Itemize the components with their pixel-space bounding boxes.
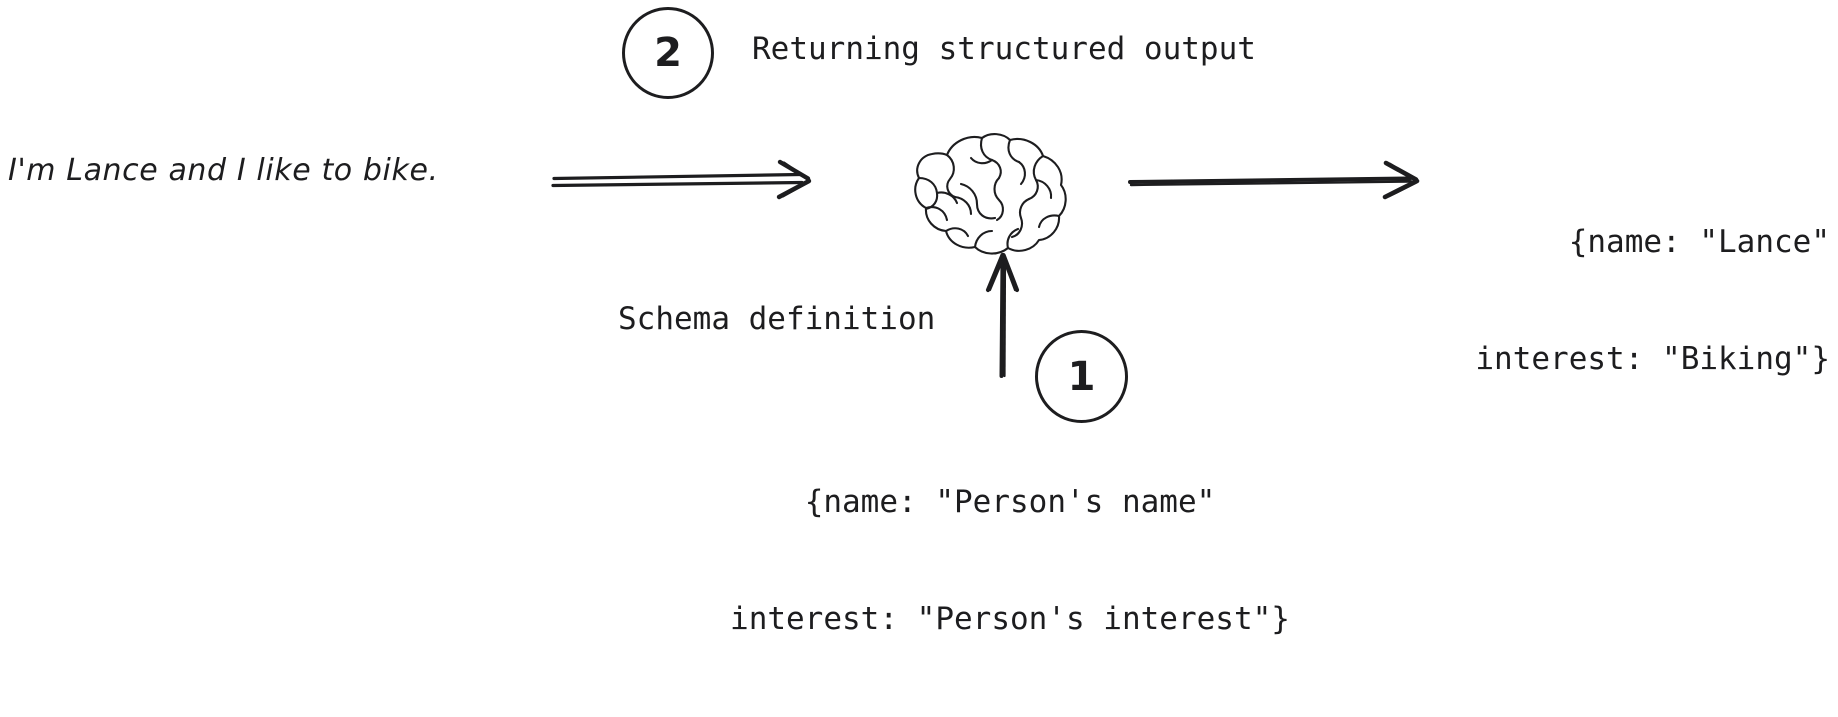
output-code: {name: "Lance" interest: "Biking"} [1200, 145, 1830, 457]
output-code-line-2: interest: "Biking"} [1475, 341, 1830, 377]
schema-code-line-2: interest: "Person's interest"} [730, 601, 1290, 637]
step-2-number: 2 [654, 30, 682, 76]
step-2-label: Returning structured output [752, 31, 1256, 67]
brain-to-output-arrow [1128, 155, 1428, 205]
schema-to-brain-arrow [980, 250, 1040, 380]
schema-code-line-1: {name: "Person's name" [804, 484, 1216, 520]
schema-definition-label: Schema definition [618, 301, 936, 337]
output-code-line-1: {name: "Lance" [1568, 224, 1830, 260]
schema-code: {name: "Person's name" interest: "Person… [610, 405, 1410, 717]
diagram-canvas: 2 Returning structured output I'm Lance … [8, 7, 1830, 637]
step-1-circle: 1 [1035, 330, 1128, 423]
step-1-number: 1 [1067, 353, 1096, 400]
step-2-circle: 2 [622, 7, 714, 99]
input-text: I'm Lance and I like to bike. [8, 153, 439, 188]
input-to-brain-arrow [551, 150, 832, 210]
brain-icon [900, 128, 1075, 263]
